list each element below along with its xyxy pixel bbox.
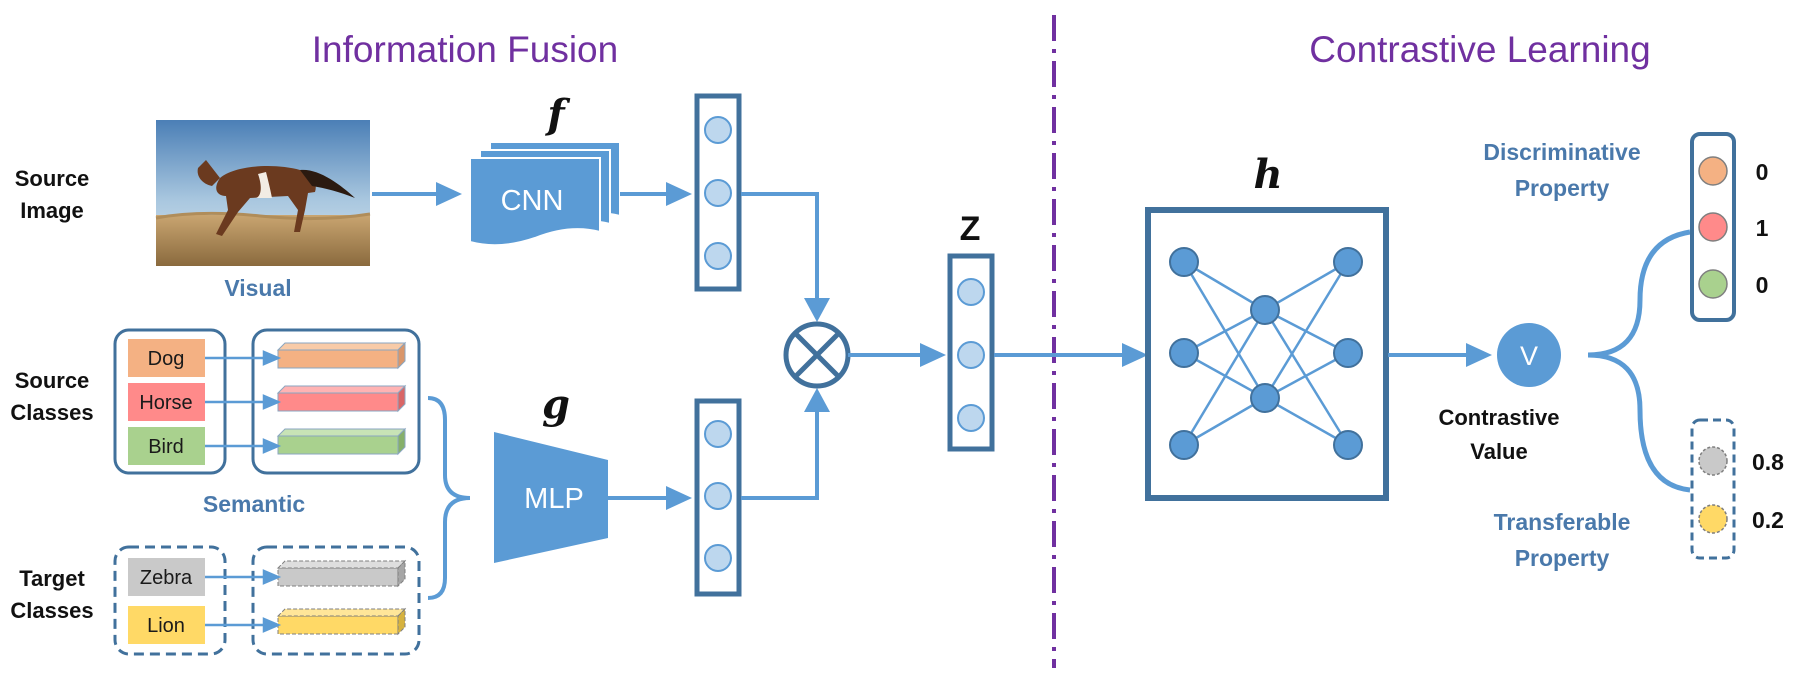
discriminative-value-1: 0 (1756, 159, 1769, 185)
discriminative-node-dog (1698, 156, 1728, 186)
arrow-h-to-v (1388, 343, 1492, 367)
source-classes-label: Source Classes (10, 368, 93, 425)
target-classes-group (113, 545, 227, 656)
arrow-visual-to-fusion (741, 192, 830, 322)
contrastive-value-node: V (1497, 323, 1561, 387)
network-edges (1182, 260, 1350, 447)
svg-text:Transferable: Transferable (1494, 509, 1631, 535)
discriminative-node-bird (1698, 269, 1728, 299)
svg-text:Zebra: Zebra (140, 567, 193, 589)
svg-text:Property: Property (1515, 545, 1610, 571)
horse-photo (155, 120, 371, 266)
z-label: Z (960, 210, 981, 248)
class-box-zebra: Zebra (128, 558, 205, 596)
mlp-label: MLP (524, 483, 584, 515)
output-brace (1587, 229, 1691, 493)
arrow-fusion-to-z (848, 343, 946, 367)
embedding-bar-horse (276, 384, 407, 413)
svg-text:Horse: Horse (139, 392, 192, 414)
embedding-bar-lion (276, 607, 407, 636)
g-label: g (542, 381, 570, 428)
class-box-lion: Lion (128, 606, 205, 644)
svg-text:Image: Image (20, 198, 84, 223)
svg-text:Classes: Classes (10, 400, 93, 425)
embedding-bar-zebra (276, 559, 407, 588)
class-box-horse: Horse (128, 383, 205, 421)
fusion-operator (783, 321, 851, 389)
cnn-module: CNN (469, 141, 621, 247)
svg-text:Bird: Bird (148, 436, 184, 458)
discriminative-node-horse (1698, 212, 1728, 242)
cnn-label: CNN (501, 185, 564, 217)
class-box-bird: Bird (128, 427, 205, 465)
fused-feature-vector (947, 253, 995, 452)
transferable-node-lion (1698, 504, 1728, 534)
embedding-bar-dog (276, 341, 407, 370)
title-contrastive-learning: Contrastive Learning (1309, 29, 1650, 70)
arrow-semantic-to-fusion (741, 388, 830, 500)
svg-text:Source: Source (15, 166, 90, 191)
transferable-value-2: 0.2 (1752, 507, 1784, 533)
discriminative-value-3: 0 (1756, 272, 1769, 298)
visual-label: Visual (224, 275, 291, 301)
semantic-feature-vector (694, 398, 742, 597)
svg-text:Dog: Dog (148, 348, 185, 370)
discriminative-property-label: Discriminative Property (1483, 139, 1640, 201)
svg-text:Contrastive: Contrastive (1438, 405, 1559, 430)
contrastive-value-label: Contrastive Value (1438, 405, 1559, 464)
title-information-fusion: Information Fusion (312, 29, 618, 70)
transferable-value-1: 0.8 (1752, 449, 1784, 475)
mlp-module: MLP (494, 432, 608, 563)
h-label: h (1253, 151, 1282, 198)
semantic-label: Semantic (203, 491, 305, 517)
target-classes-label: Target Classes (10, 566, 93, 623)
svg-text:Lion: Lion (147, 615, 185, 637)
svg-text:Value: Value (1470, 439, 1527, 464)
transferable-node-zebra (1698, 446, 1728, 476)
arrows-target-class-to-embedding (205, 569, 282, 633)
svg-text:V: V (1520, 341, 1538, 371)
transferable-vector (1690, 418, 1736, 560)
svg-text:Discriminative: Discriminative (1483, 139, 1640, 165)
class-box-dog: Dog (128, 339, 205, 377)
arrow-cnn-to-vector (620, 182, 692, 206)
svg-text:Classes: Classes (10, 598, 93, 623)
f-label: f (544, 91, 570, 138)
visual-feature-vector (694, 93, 742, 292)
arrow-z-to-h (994, 343, 1148, 367)
svg-text:Property: Property (1515, 175, 1610, 201)
source-image-label: Source Image (15, 166, 90, 223)
arrow-image-to-cnn (372, 182, 462, 206)
svg-text:Target: Target (19, 566, 85, 591)
svg-text:Source: Source (15, 368, 90, 393)
arrow-mlp-to-vector (608, 486, 692, 510)
embeddings-brace (427, 396, 471, 600)
target-embeddings-group (251, 545, 421, 656)
arrows-source-class-to-embedding (205, 350, 282, 454)
discriminative-value-2: 1 (1756, 215, 1769, 241)
transferable-property-label: Transferable Property (1494, 509, 1631, 571)
network-nodes (1169, 247, 1363, 460)
embedding-bar-bird (276, 427, 407, 456)
